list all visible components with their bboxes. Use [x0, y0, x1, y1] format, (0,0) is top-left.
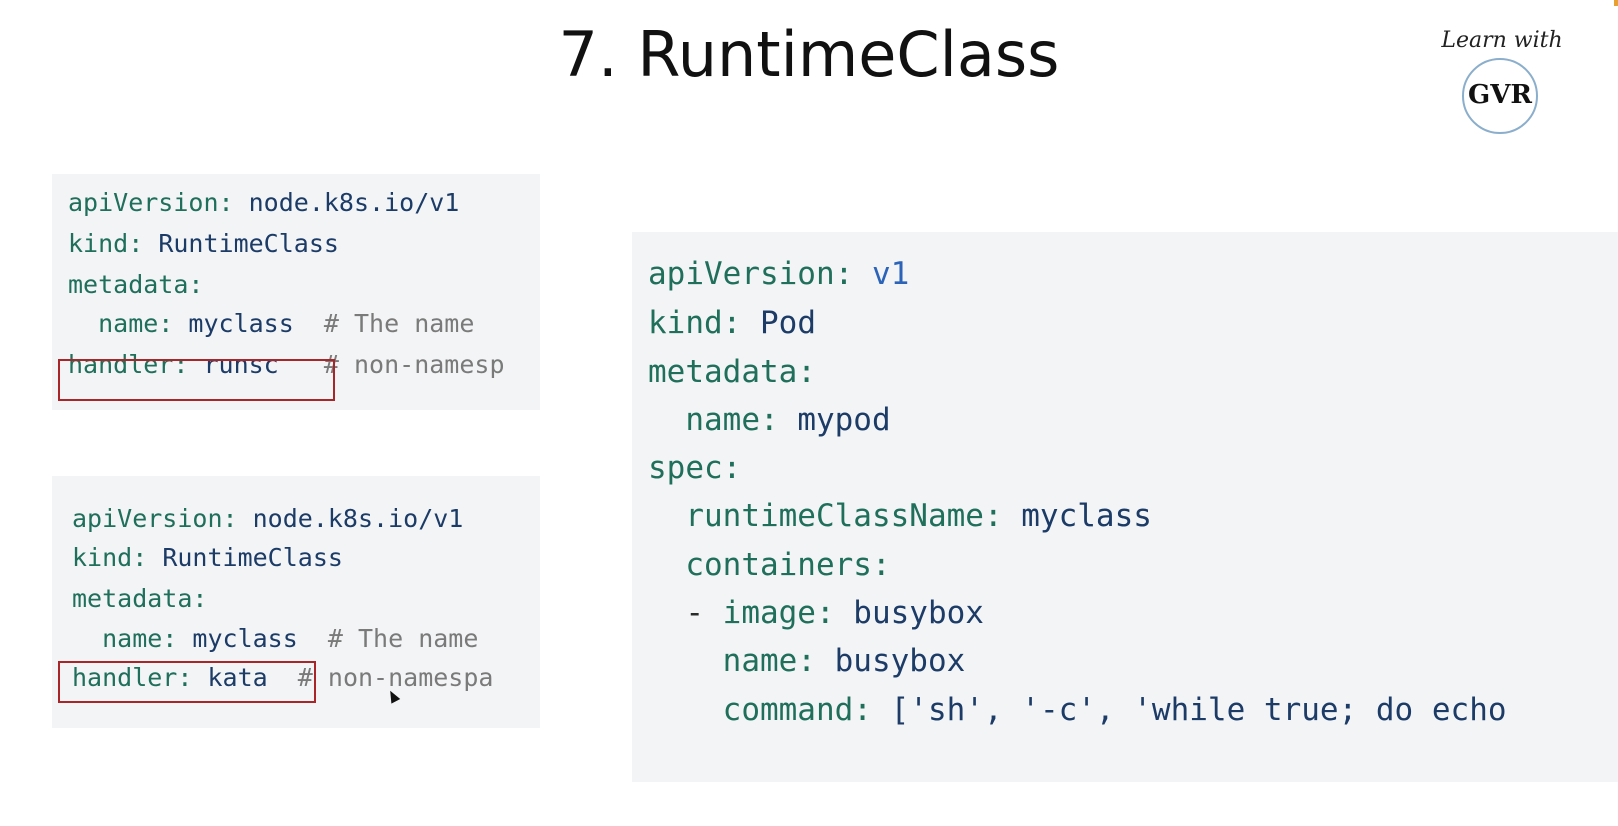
learn-with-gvr-logo: Learn with GVR	[1440, 22, 1580, 142]
code-line: handler: kata # non-namespa	[72, 663, 494, 692]
code-line: kind: Pod	[648, 305, 816, 341]
code-line: apiVersion: node.k8s.io/v1	[72, 504, 464, 533]
code-line: metadata:	[68, 270, 204, 299]
handler-highlight-box	[58, 359, 335, 401]
code-line: command: ['sh', '-c', 'while true; do ec…	[648, 692, 1507, 728]
pod-manifest-code: apiVersion: v1 kind: Pod metadata: name:…	[632, 232, 1618, 782]
code-line: runtimeClassName: myclass	[648, 498, 1152, 534]
runtimeclass-kata-code: apiVersion: node.k8s.io/v1 kind: Runtime…	[52, 476, 540, 728]
logo-badge: GVR	[1462, 58, 1538, 134]
code-line: spec:	[648, 450, 742, 486]
code-line: name: myclass # The name	[68, 309, 475, 338]
code-line: containers:	[648, 547, 891, 583]
slide-title: 7. RuntimeClass	[558, 18, 1060, 91]
logo-tagline: Learn with	[1441, 28, 1563, 53]
code-line: - image: busybox	[648, 595, 984, 631]
edge-marker	[1614, 0, 1618, 6]
code-line: kind: RuntimeClass	[72, 543, 343, 572]
code-line: metadata:	[648, 354, 816, 390]
code-line: kind: RuntimeClass	[68, 229, 339, 258]
code-line: name: busybox	[648, 643, 966, 679]
code-line: name: mypod	[648, 402, 891, 438]
logo-mark: GVR	[1468, 80, 1532, 110]
runtimeclass-runsc-code: apiVersion: node.k8s.io/v1 kind: Runtime…	[52, 174, 540, 410]
code-line: handler: runsc # non-namesp	[68, 350, 505, 379]
handler-highlight-box	[58, 661, 316, 703]
code-line: apiVersion: v1	[648, 256, 910, 292]
code-line: apiVersion: node.k8s.io/v1	[68, 188, 460, 217]
code-line: name: myclass # The name	[72, 624, 479, 653]
code-line: metadata:	[72, 584, 208, 613]
